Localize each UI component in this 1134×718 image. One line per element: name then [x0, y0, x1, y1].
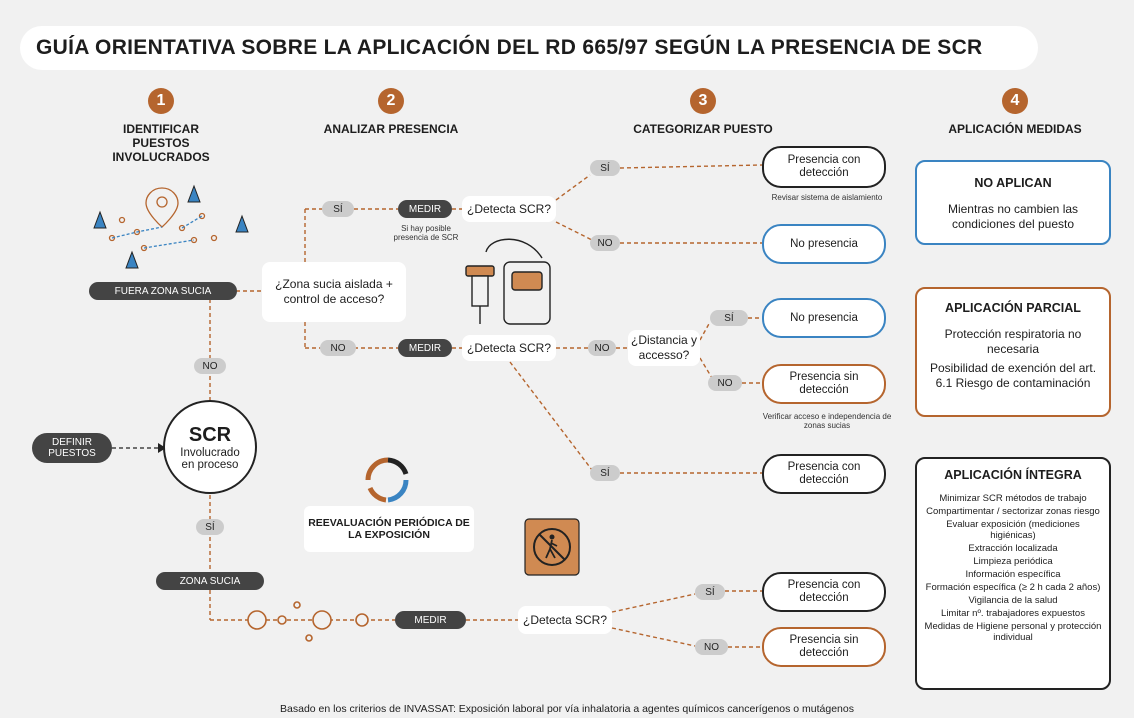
list-item: Limpieza periódica	[973, 556, 1053, 567]
no-label: NO	[194, 358, 226, 374]
no-aplican-title: NO APLICAN	[974, 176, 1052, 190]
result-no-presencia-2: No presencia	[762, 298, 886, 338]
step-3-number: 3	[690, 88, 716, 114]
step-3-label: CATEGORIZAR PUESTO	[633, 122, 773, 136]
parcial-line-2: Posibilidad de exención del art. 6.1 Rie…	[929, 361, 1097, 390]
list-item: Compartimentar / sectorizar zonas riesgo	[926, 506, 1100, 517]
list-item: Vigilancia de la salud	[968, 595, 1058, 606]
box-aplicacion-integra: APLICACIÓN ÍNTEGRA Minimizar SCR métodos…	[915, 457, 1111, 690]
integra-title: APLICACIÓN ÍNTEGRA	[944, 468, 1082, 482]
definir-puestos-label: DEFINIR PUESTOS	[32, 433, 112, 463]
no-distancia-label: NO	[708, 375, 742, 391]
medir-top-label: MEDIR	[398, 200, 452, 218]
no-bottom-label: NO	[695, 639, 728, 655]
result-presencia-sin-1: Presencia sin detección	[762, 364, 886, 404]
no-top-label: NO	[590, 235, 620, 251]
result-presencia-sin-2: Presencia sin detección	[762, 627, 886, 667]
cycle-arrows-icon	[365, 457, 409, 503]
fuera-zona-sucia-label: FUERA ZONA SUCIA	[89, 282, 237, 300]
step-4-number: 4	[1002, 88, 1028, 114]
reevaluacion-periodica: REEVALUACIÓN PERIÓDICA DE LA EXPOSICIÓN	[304, 506, 474, 552]
question-zona-aislada: ¿Zona sucia aislada + control de acceso?	[262, 262, 406, 322]
page-title: GUÍA ORIENTATIVA SOBRE LA APLICACIÓN DEL…	[20, 26, 1038, 70]
list-item: Extracción localizada	[968, 543, 1058, 554]
note-revisar-aislamiento: Revisar sistema de aislamiento	[771, 193, 883, 202]
no-aplican-text: Mientras no cambien las condiciones del …	[947, 202, 1079, 231]
list-item: Información específica	[965, 569, 1061, 580]
si-branch-label: SÍ	[322, 201, 354, 217]
integra-list: Minimizar SCR métodos de trabajo Compart…	[917, 493, 1109, 643]
list-item: Evaluar exposición (mediciones higiénica…	[946, 519, 1080, 541]
no-middle-label: NO	[588, 340, 616, 356]
si-lower-label: SÍ	[590, 465, 620, 481]
posible-presencia-note: Si hay posible presencia de SCR	[393, 224, 459, 242]
result-presencia-con-2: Presencia con detección	[762, 454, 886, 494]
result-presencia-con-1: Presencia con detección	[762, 146, 886, 188]
result-no-presencia-1: No presencia	[762, 224, 886, 264]
question-distancia: ¿Distancia y accesso?	[628, 330, 700, 366]
parcial-title: APLICACIÓN PARCIAL	[945, 301, 1081, 315]
note-verificar-acceso: Verificar acceso e independencia de zona…	[762, 412, 892, 430]
list-item: Limitar nº. trabajadores expuestos	[941, 608, 1085, 619]
scr-circle: SCR Involucrado en proceso	[163, 400, 257, 494]
list-item: Medidas de Higiene personal y protección…	[924, 621, 1102, 643]
step-1-number: 1	[148, 88, 174, 114]
zona-sucia-label: ZONA SUCIA	[156, 572, 264, 590]
no-entry-person-icon	[524, 518, 580, 576]
workplace-map-icon	[93, 184, 249, 269]
step-2-label: ANALIZAR PRESENCIA	[323, 122, 459, 136]
step-1-label: IDENTIFICAR PUESTOS INVOLUCRADOS	[112, 122, 210, 164]
si-distancia-label: SÍ	[710, 310, 748, 326]
result-presencia-con-3: Presencia con detección	[762, 572, 886, 612]
list-item: Formación específica (≥ 2 h cada 2 años)	[925, 582, 1101, 593]
scr-subtitle: Involucrado en proceso	[180, 446, 240, 471]
si-label: SÍ	[196, 519, 224, 535]
box-no-aplican: NO APLICAN Mientras no cambien las condi…	[915, 160, 1111, 245]
si-bottom-label: SÍ	[695, 584, 725, 600]
footer-source: Basado en los criterios de INVASSAT: Exp…	[280, 703, 854, 715]
box-aplicacion-parcial: APLICACIÓN PARCIAL Protección respirator…	[915, 287, 1111, 417]
list-item: Minimizar SCR métodos de trabajo	[939, 493, 1087, 504]
measuring-device-icon	[465, 238, 551, 325]
question-detecta-middle: ¿Detecta SCR?	[462, 335, 556, 361]
question-detecta-bottom: ¿Detecta SCR?	[518, 606, 612, 634]
medir-bottom-label: MEDIR	[395, 611, 466, 629]
step-4-label: APLICACIÓN MEDIDAS	[948, 122, 1082, 136]
si-top-label: SÍ	[590, 160, 620, 176]
question-detecta-top: ¿Detecta SCR?	[462, 196, 556, 222]
medir-middle-label: MEDIR	[398, 339, 452, 357]
no-branch-label: NO	[320, 340, 356, 356]
parcial-line-1: Protección respiratoria no necesaria	[944, 327, 1082, 356]
scr-title: SCR	[188, 423, 232, 446]
step-2-number: 2	[378, 88, 404, 114]
